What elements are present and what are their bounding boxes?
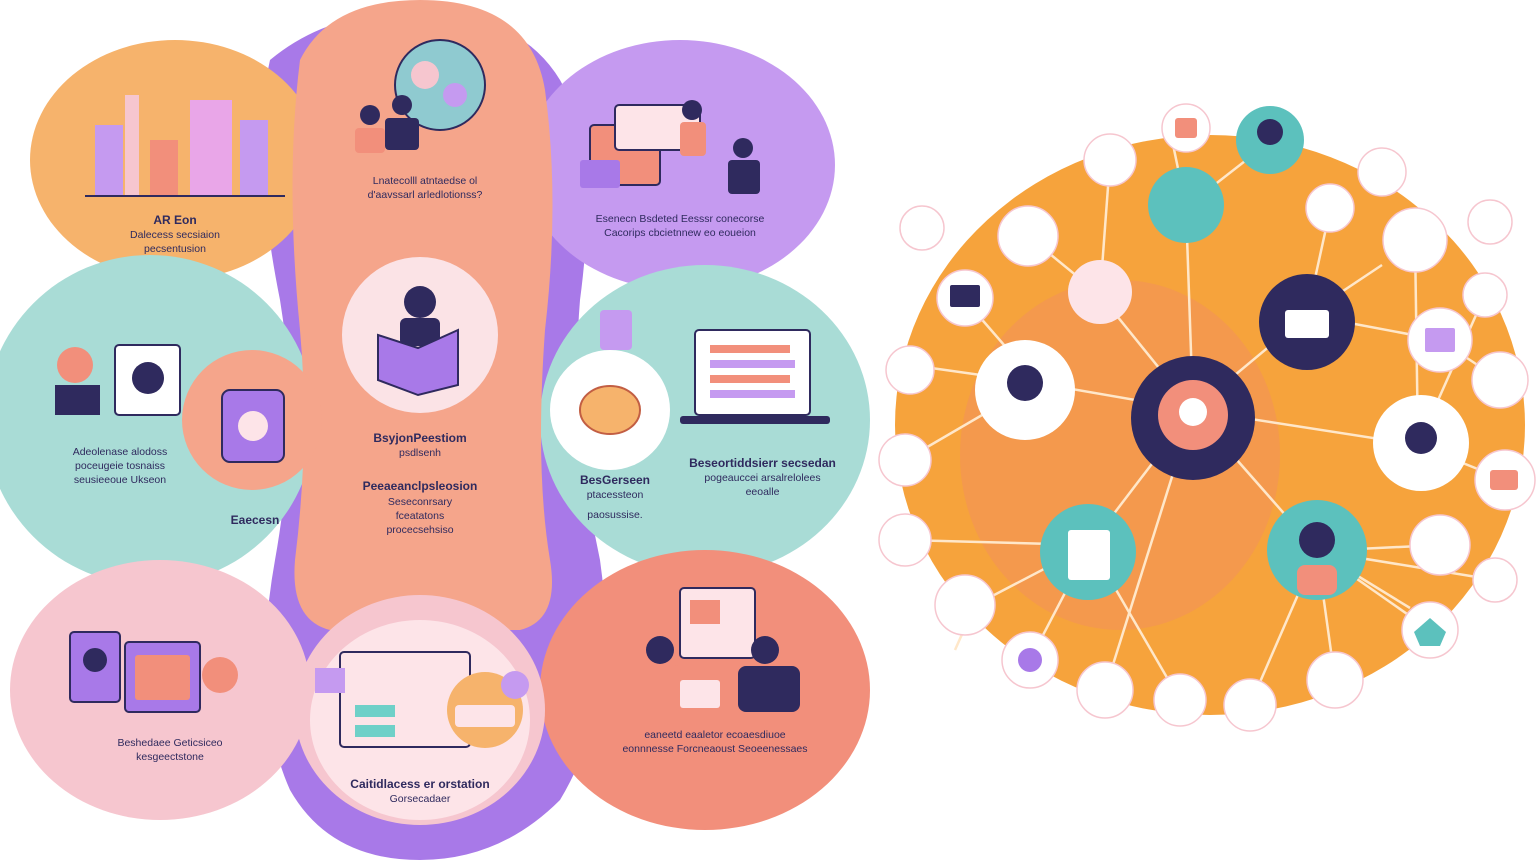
mid-left-tag-text: Eaecesn — [230, 513, 280, 527]
caption-bottom-center-line1: Caitidlacess er orstation — [350, 777, 490, 791]
caption-mid-right-a-heading: BesGerseen — [579, 473, 651, 487]
caption-bottom-center: Caitidlacess er orstation Gorsecadaer — [330, 776, 510, 806]
laptop-node — [1068, 260, 1132, 324]
network-diagram — [878, 103, 1536, 732]
document-icon — [1068, 530, 1110, 580]
caption-bottom-left-line2: kesgeectstone — [136, 751, 204, 764]
caption-center-sub: psdlsenh — [398, 447, 442, 460]
caption-mid-left: Adeolenase alodoss poceugeie tosnaiss se… — [45, 445, 195, 488]
caption-mid-right-a-line1: ptacessteon — [586, 489, 644, 502]
person-node-top — [1148, 167, 1224, 243]
video-call-illustration — [55, 344, 181, 416]
laptop-illustration — [680, 329, 830, 424]
caption-center-heading2: Peeaeanclpsleosion — [362, 479, 478, 494]
caption-center-line3: procecsehsiso — [386, 523, 454, 536]
brain-illustration — [579, 310, 641, 435]
caption-bottom-left: Beshedaee Geticsiceo kesgeectstone — [85, 736, 255, 764]
caption-top-left-line2: Dalecess secsiaion — [130, 229, 220, 242]
rim-node-icons — [950, 118, 1518, 672]
caption-mid-right-a: BesGerseen ptacessteon paosussise. — [560, 472, 670, 523]
caption-mid-right-b: Beseortiddsierr secsedan pogeauccei arsa… — [680, 455, 845, 500]
caption-mid-left-tag: Eaecesn — [205, 512, 305, 528]
home-icon — [1414, 618, 1446, 646]
brain-globe-illustration — [355, 39, 486, 153]
lightbulb-icon — [1179, 398, 1207, 426]
caption-top-center-line1: Lnatecolll atntaedse ol — [372, 175, 478, 187]
person-icon — [1175, 118, 1197, 138]
caption-center-line2: fceatatons — [395, 509, 445, 522]
caption-top-right: Esenecn Bsdeted Eesssr conecorse Cacorip… — [580, 212, 780, 240]
caption-center-line1: Seseconrsary — [387, 495, 453, 508]
book-icon — [1285, 310, 1329, 338]
gear-icon — [1018, 648, 1042, 672]
meeting-illustration — [643, 587, 800, 712]
caption-top-right-line2: Cacorips cbcietnnew eo eoueion — [604, 227, 756, 240]
caption-bottom-right-line2: eonnnesse Forcneaoust Seoeenessaes — [622, 743, 808, 756]
caption-top-left-line1: AR Eon — [153, 213, 197, 227]
caption-mid-right-b-line1: pogeauccei arsalrelolees — [704, 472, 821, 485]
caption-bottom-right-line1: eaneetd eaaletor ecoaesdiuoe — [644, 729, 786, 741]
laptop-icon — [950, 285, 980, 307]
caption-center: BsyjonPeestiom psdlsenh Peeaeanclpsleosi… — [340, 430, 500, 537]
caption-mid-right-a-line2: paosussise. — [587, 509, 643, 522]
caption-top-left-line3: pecsentusion — [144, 243, 206, 256]
tablet-illustration — [221, 389, 285, 463]
caption-center-heading: BsyjonPeestiom — [373, 431, 467, 445]
blob-top-right — [525, 40, 835, 290]
caption-bottom-left-line1: Beshedaee Geticsiceo — [117, 737, 223, 749]
caption-top-left: AR Eon Dalecess secsiaion pecsentusion — [95, 212, 255, 257]
reader-illustration — [377, 286, 459, 397]
blob-mid-left — [0, 255, 315, 585]
caption-top-right-line1: Esenecn Bsdeted Eesssr conecorse — [595, 213, 765, 225]
dashboard-illustration — [315, 651, 529, 748]
chart-icon — [1425, 328, 1455, 352]
caption-mid-right-b-heading: Beseortiddsierr secsedan — [689, 456, 836, 470]
team-screens-illustration — [580, 100, 760, 194]
caption-top-center-line2: d'aavssarl arledlotionss? — [367, 189, 483, 202]
caption-bottom-center-line2: Gorsecadaer — [389, 793, 451, 806]
caption-mid-left-line2: poceugeie tosnaiss — [75, 460, 165, 473]
caption-mid-right-b-line2: eeoalle — [745, 486, 780, 499]
caption-mid-left-line3: seusieeoue Ukseon — [73, 474, 167, 487]
caption-mid-left-line1: Adeolenase alodoss — [72, 446, 168, 458]
caption-bottom-right: eaneetd eaaletor ecoaesdiuoe eonnnesse F… — [610, 728, 820, 756]
devices-illustration — [69, 631, 238, 713]
city-illustration — [85, 95, 285, 197]
chat-icon — [1490, 470, 1518, 490]
caption-top-center: Lnatecolll atntaedse ol d'aavssarl arled… — [325, 174, 525, 202]
